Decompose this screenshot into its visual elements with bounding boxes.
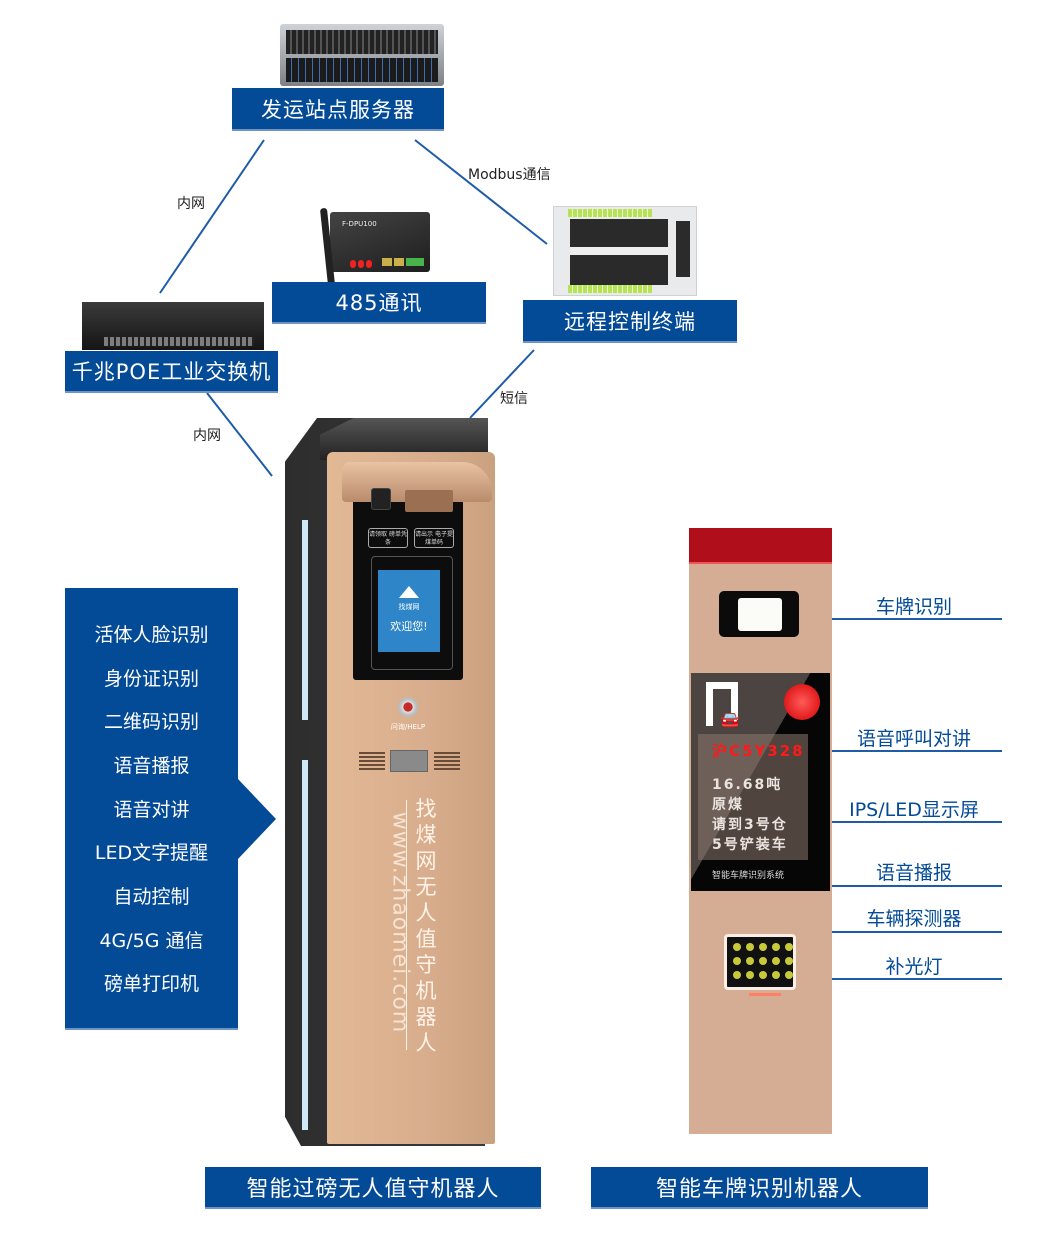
id-card-reader <box>390 750 428 772</box>
callout-voice-intercom: 语音呼叫对讲 <box>856 728 971 750</box>
feature-item: 身份证识别 <box>103 668 199 690</box>
link-label-modbus: Modbus通信 <box>468 167 551 183</box>
callout-vehicle-detector: 车辆探测器 <box>866 908 962 930</box>
help-button[interactable] <box>398 697 418 717</box>
callout-plate-recognition: 车牌识别 <box>875 596 952 618</box>
screen-brand: 找煤网 <box>398 603 420 611</box>
display-line: 原煤 <box>712 797 744 813</box>
system-name: 智能车牌识别系统 <box>712 871 785 881</box>
link-server-switch <box>159 139 265 294</box>
help-label: 问询/HELP <box>390 723 426 731</box>
kiosk-caption: 智能过磅无人值守机器人 <box>205 1167 541 1209</box>
display-line: 5号铲装车 <box>712 837 788 853</box>
speaker-grille <box>434 752 460 770</box>
link-rtu-kiosk <box>469 349 535 419</box>
link-label-sms: 短信 <box>500 391 528 407</box>
speaker-grille <box>359 752 385 770</box>
features-panel: 活体人脸识别 身份证识别 二维码识别 语音播报 语音对讲 LED文字提醒 自动控… <box>65 588 276 1030</box>
feature-item: 语音对讲 <box>113 799 190 821</box>
dtu-label: 485通讯 <box>272 282 486 324</box>
qr-code-button[interactable]: 请出示 电子提煤单码 <box>414 528 454 548</box>
callout-display: IPS/LED显示屏 <box>849 799 979 821</box>
mountain-logo-icon <box>399 586 419 598</box>
feature-item: 二维码识别 <box>103 711 199 733</box>
dtu-router-icon: F-DPU100 <box>319 207 430 287</box>
rtu-controller-icon <box>553 206 697 296</box>
feature-item: LED文字提醒 <box>94 842 209 864</box>
display-line: 请到3号仓 <box>712 817 788 833</box>
printer-slot <box>405 490 453 512</box>
feature-item: 自动控制 <box>113 886 190 908</box>
link-label-intranet-bottom: 内网 <box>193 428 221 444</box>
dtu-model-text: F-DPU100 <box>342 220 377 228</box>
rtu-label: 远程控制终端 <box>523 300 737 343</box>
screen-welcome: 欢迎您! <box>390 620 428 633</box>
feature-item: 语音播报 <box>113 755 190 777</box>
link-label-intranet-top: 内网 <box>177 196 205 212</box>
link-switch-kiosk <box>206 392 273 477</box>
receipt-button[interactable]: 请领取 磅单凭条 <box>368 528 408 548</box>
car-icon: 🚘 <box>720 710 740 729</box>
server-rack-icon <box>280 24 444 86</box>
lpr-caption: 智能车牌识别机器人 <box>591 1167 928 1209</box>
lpr-top-cap <box>689 528 832 564</box>
kiosk-screen[interactable] <box>378 570 440 652</box>
feature-item: 磅单打印机 <box>103 973 199 995</box>
plate-number: 沪C5Y328 <box>712 742 805 760</box>
callout-voice-broadcast: 语音播报 <box>875 862 952 884</box>
camera-icon <box>371 488 391 510</box>
callout-fill-light: 补光灯 <box>885 956 943 978</box>
display-line: 16.68吨 <box>712 777 783 793</box>
signal-light-icon <box>784 684 820 720</box>
switch-label: 千兆POE工业交换机 <box>65 351 278 393</box>
fill-light-icon <box>724 934 796 990</box>
pointer-arrow <box>238 779 276 859</box>
feature-item: 活体人脸识别 <box>94 624 209 646</box>
server-label: 发运站点服务器 <box>232 88 444 131</box>
network-switch-icon <box>82 302 264 350</box>
kiosk-vertical-title: 找煤网无人值守机器人 <box>415 797 437 1055</box>
link-server-rtu <box>414 139 548 245</box>
feature-item: 4G/5G 通信 <box>99 930 204 952</box>
kiosk-url: www.zhaomei.com <box>387 811 413 1034</box>
